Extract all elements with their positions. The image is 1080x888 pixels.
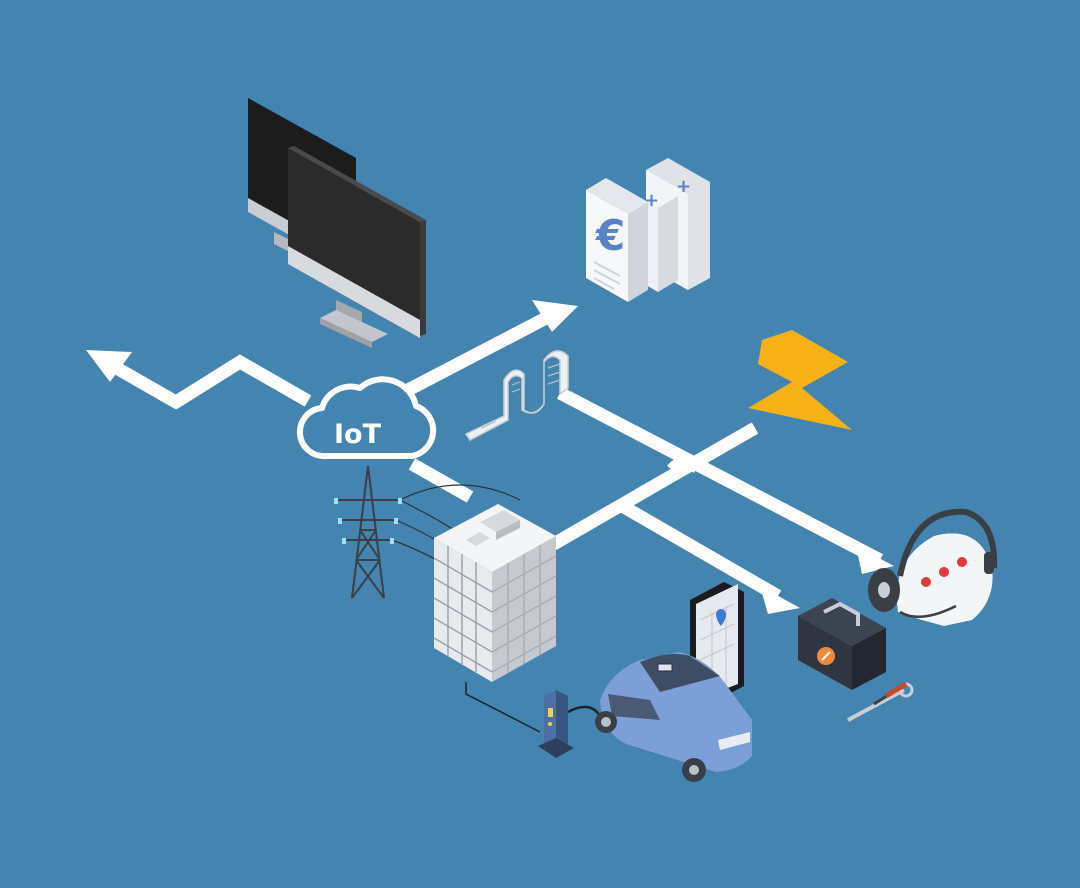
desktop-monitor-icon	[248, 98, 426, 348]
electric-car-icon	[595, 652, 752, 782]
iot-hub-label: IoT	[334, 419, 382, 450]
support-headset-icon	[868, 508, 998, 626]
lightning-bolt-icon	[748, 330, 852, 430]
arrowhead-toolbox	[760, 586, 800, 614]
flow-line-outbound-left	[102, 354, 312, 410]
flow-junction	[667, 456, 703, 475]
invoice-plus-label: +	[676, 176, 691, 197]
flow-line-to-support	[556, 387, 884, 566]
flow-line-building-junction	[548, 422, 759, 551]
office-building-icon	[433, 504, 557, 682]
toolbox-icon	[798, 598, 886, 690]
flow-lines	[102, 311, 884, 602]
charging-cable	[465, 682, 541, 733]
data-tape-icon	[464, 350, 569, 441]
flow-line-to-building	[408, 458, 474, 503]
cloud-icon: IoT	[296, 376, 437, 460]
euro-symbol: €	[595, 211, 625, 260]
arrowhead-invoices	[532, 300, 578, 332]
flow-line-to-invoices	[404, 311, 552, 396]
wrench-screwdriver-icon	[847, 681, 914, 722]
flow-line-to-toolbox	[620, 501, 782, 602]
pylon-insulators	[334, 498, 402, 544]
arrowhead-left	[86, 350, 132, 382]
arrowhead-support	[856, 546, 894, 574]
charging-station-icon	[538, 690, 602, 758]
euro-invoice-icon: + + €	[586, 158, 710, 302]
